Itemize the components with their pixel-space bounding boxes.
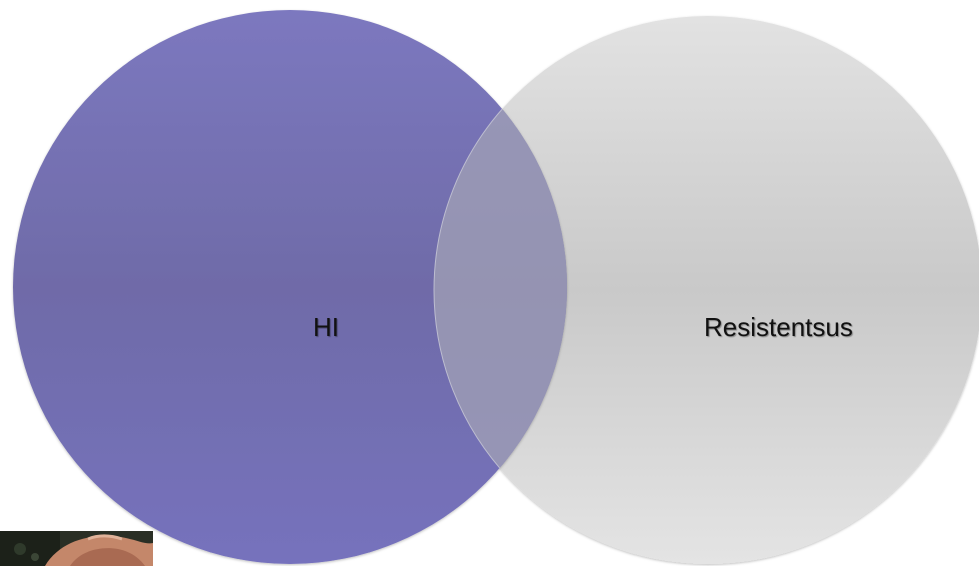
set-circle-hi <box>13 10 567 564</box>
photo-thumbnail-icon <box>0 531 153 566</box>
set-label-resistentsus: Resistentsus <box>704 312 853 342</box>
set-label-hi: HI <box>313 312 339 342</box>
set-circle-resistentsus <box>434 16 979 564</box>
overlap-outline <box>433 15 567 564</box>
